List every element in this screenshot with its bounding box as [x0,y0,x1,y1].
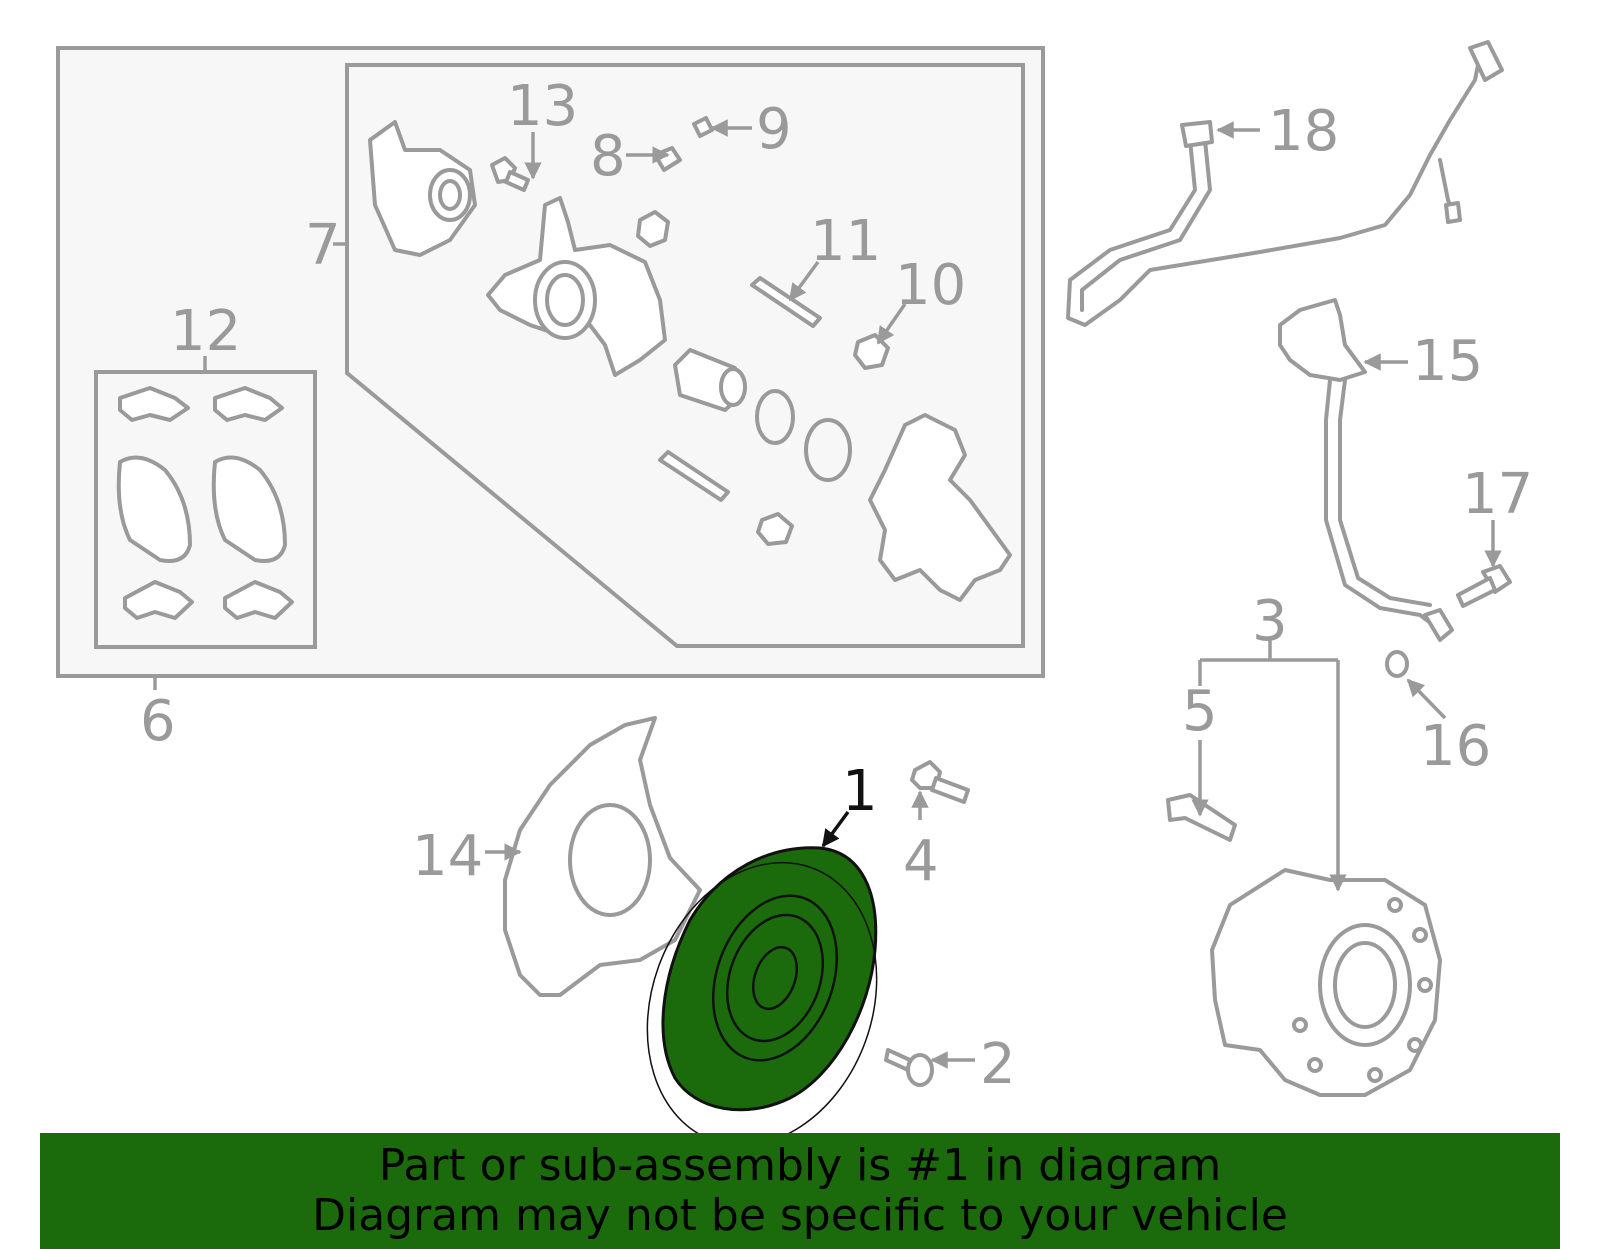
leader-11 [788,260,820,302]
callout-12: 12 [170,299,241,364]
piston-seal-icon [755,389,795,445]
nut-icon [636,210,670,248]
callout-9: 9 [756,97,792,162]
banjo-bolt-icon [1456,564,1512,608]
callout-7: 7 [305,213,341,278]
callout-17: 17 [1462,462,1533,527]
callout-5: 5 [1182,679,1218,744]
mounting-bolt-icon [910,760,970,804]
caliper-piston-icon [673,348,747,412]
callout-14: 14 [412,824,483,889]
brake-rotor-icon[interactable] [609,830,915,1178]
callout-3: 3 [1252,589,1288,654]
callout-2: 2 [980,1032,1016,1097]
hub-bearing-icon [1210,868,1442,1097]
brake-hose-icon [1278,298,1454,642]
callout-4: 4 [903,829,939,894]
wheel-stud-icon [1166,793,1237,842]
callout-6: 6 [140,689,176,754]
leader-10 [876,303,907,345]
rotor-screw-icon [884,1048,934,1087]
dust-boot-icon [804,418,852,482]
caliper-bracket-icon [868,413,1012,602]
caliper-body-icon [486,196,667,377]
leader-16 [1406,678,1447,720]
dust-shield-icon [503,716,702,997]
pin-boot-icon [756,512,794,546]
highlight-banner: Part or sub-assembly is #1 in diagram Di… [40,1133,1560,1249]
leader-3 [1198,640,1338,890]
caliper-bolt-icon [490,156,530,192]
caliper-motor-icon [368,120,477,257]
callout-1[interactable]: 1 [842,759,878,824]
banner-line-part: Part or sub-assembly is #1 in diagram [378,1140,1222,1191]
leader-1 [821,810,850,848]
wheel-speed-sensor-harness-icon [1066,40,1504,327]
brake-pad-icon [116,455,287,563]
brake-pad-clips-icon [118,386,294,620]
callout-13: 13 [507,74,578,139]
copper-washer-icon [1385,650,1409,678]
callout-15: 15 [1412,329,1483,394]
callout-18: 18 [1268,99,1339,164]
callout-10: 10 [895,253,966,318]
banner-line-disclaimer: Diagram may not be specific to your vehi… [312,1190,1288,1241]
callout-8: 8 [590,124,626,189]
guide-pin-icon [658,276,822,502]
callout-16: 16 [1420,714,1491,779]
callout-11: 11 [810,209,881,274]
